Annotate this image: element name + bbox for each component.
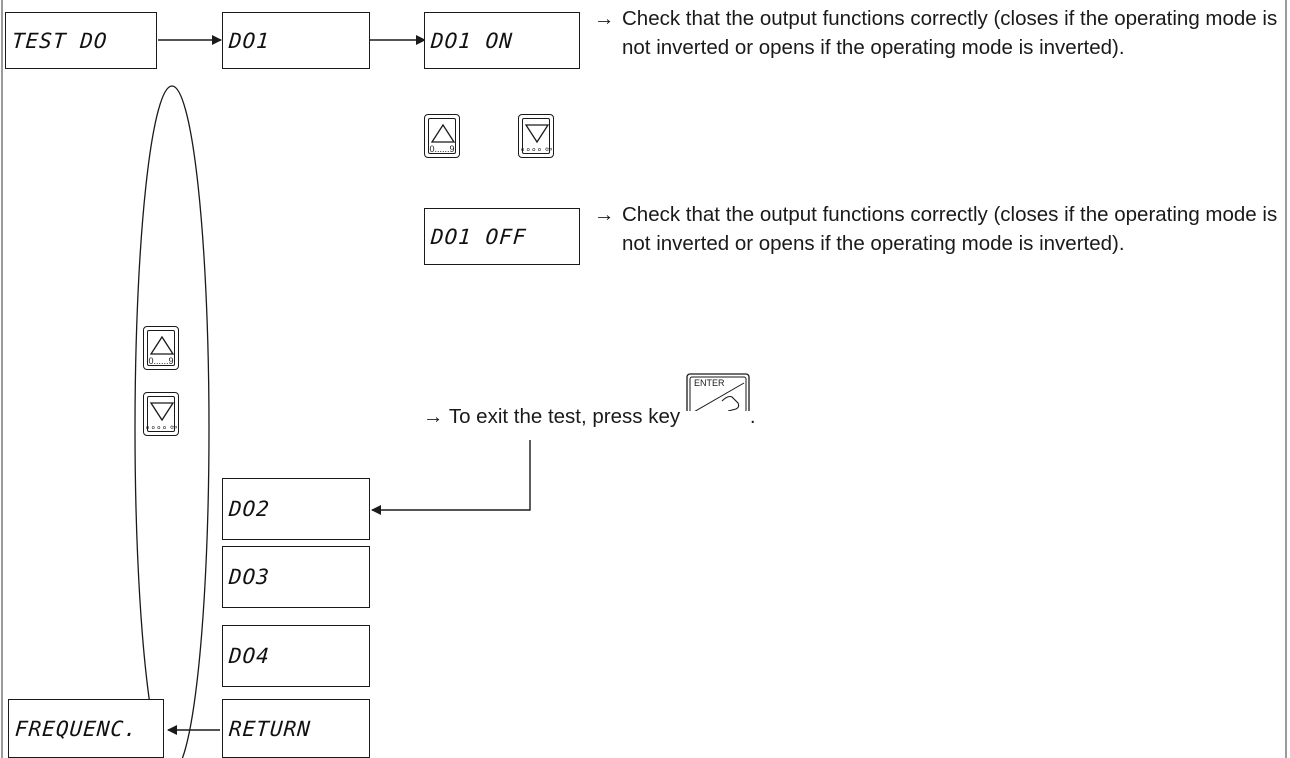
- loop-ellipse: [134, 85, 210, 758]
- down-key-label: ∘∘∘∘ ⇦: [519, 144, 553, 154]
- display-do3: DO3: [222, 546, 370, 608]
- page-frame-left: [1, 0, 3, 758]
- enter-key-icon[interactable]: ENTER: [686, 373, 750, 429]
- up-key-label: 0......9: [429, 144, 455, 154]
- display-do1-on: DO1 ON: [424, 12, 580, 69]
- note-do1-on: → Check that the output functions correc…: [594, 4, 1284, 62]
- display-do2: DO2: [222, 478, 370, 540]
- exit-suffix: .: [749, 405, 756, 428]
- down-key-label: ∘∘∘∘ ⇦: [144, 422, 178, 432]
- note-on-text: Check that the output functions correctl…: [622, 7, 1278, 59]
- display-do1: DO1: [222, 12, 370, 69]
- arrow-icon: →: [594, 203, 615, 226]
- enter-key-label: ENTER: [694, 378, 725, 388]
- display-do4: DO4: [222, 625, 370, 687]
- exit-text: To exit the test, press key: [448, 405, 681, 428]
- note-exit: → To exit the test, press key ENTER .: [423, 373, 756, 429]
- arrow-exit-do2: [371, 440, 531, 515]
- display-frequenc: FREQUENC.: [8, 699, 164, 758]
- arrow-icon: →: [594, 7, 615, 30]
- display-test-do: TEST DO: [5, 12, 157, 69]
- note-off-text: Check that the output functions correctl…: [622, 203, 1278, 255]
- down-key-icon[interactable]: ∘∘∘∘ ⇦: [518, 114, 554, 158]
- up-key-label: 0......9: [148, 356, 174, 366]
- display-return: RETURN: [222, 699, 370, 758]
- page-frame-right: [1285, 0, 1287, 758]
- down-key-icon[interactable]: ∘∘∘∘ ⇦: [143, 392, 179, 436]
- up-key-icon[interactable]: 0......9: [424, 114, 460, 158]
- note-do1-off: → Check that the output functions correc…: [594, 200, 1284, 258]
- up-key-icon[interactable]: 0......9: [143, 326, 179, 370]
- arrow-icon: →: [423, 405, 444, 428]
- display-do1-off: DO1 OFF: [424, 208, 580, 265]
